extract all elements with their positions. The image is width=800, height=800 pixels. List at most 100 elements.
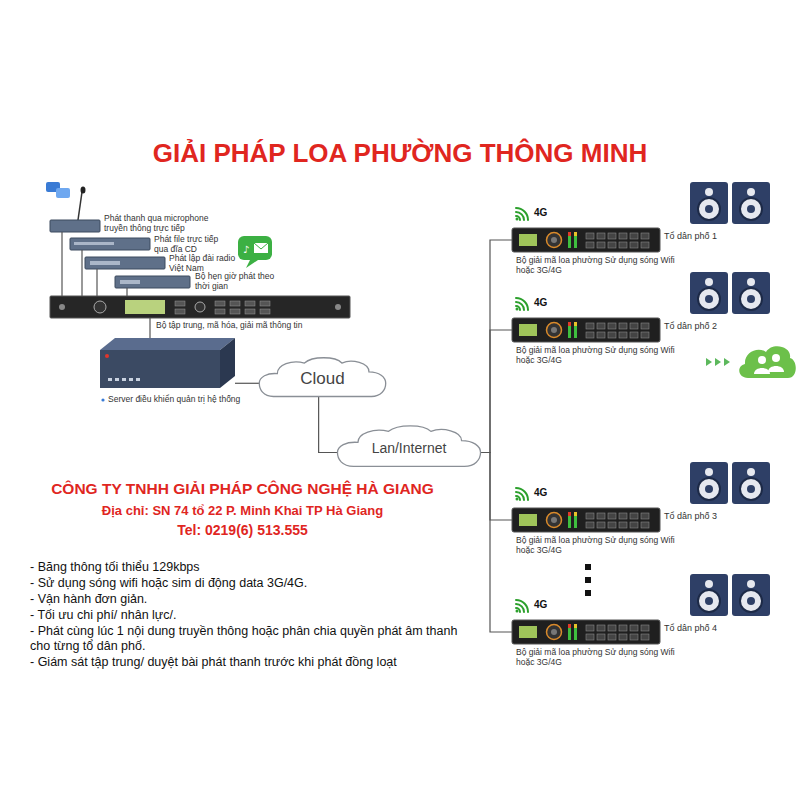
timer-device	[115, 276, 190, 288]
rack-screw	[59, 304, 65, 310]
decoder-box: 4GBộ giải mã loa phường Sử dụng sóng Wif…	[512, 228, 660, 252]
connector-line	[480, 453, 512, 520]
cloud-shape: Lan/Internet	[336, 424, 482, 470]
decoder-device	[512, 508, 660, 532]
source-device: Phát thanh qua microphone truyền thông t…	[50, 220, 100, 232]
decoder-device	[512, 620, 660, 644]
feature-bullet: - Tối ưu chi phí/ nhân lực/.	[30, 608, 480, 623]
device-caption: Bộ giải mã loa phường Sử dụng sóng Wifi …	[516, 255, 676, 275]
wifi-icon	[516, 298, 529, 311]
radio-display	[90, 261, 120, 265]
decoder-box: 4GBộ giải mã loa phường Sử dụng sóng Wif…	[512, 620, 660, 644]
feature-bullet: - Sử dụng sóng wifi hoặc sim di động dat…	[30, 576, 480, 591]
server-vent	[136, 378, 140, 381]
audience-cloud	[739, 346, 796, 378]
speaker-pair	[690, 272, 770, 314]
rack-button	[230, 309, 240, 314]
wifi-icon	[516, 488, 529, 501]
device-caption: Phát thanh qua microphone truyền thông t…	[104, 213, 229, 233]
server-box: Server điều khiển quản trị hệ thống	[100, 338, 235, 388]
rack-button	[260, 301, 270, 306]
source-device: Phát lập đài radio Việt Nam	[85, 257, 165, 269]
message-icon-tail	[246, 260, 258, 268]
decoder-device	[512, 228, 660, 252]
device-caption: Phát lập đài radio Việt Nam	[169, 253, 239, 273]
ellipsis-mark	[585, 564, 591, 570]
person-icon	[754, 368, 770, 374]
feature-bullet: - Băng thông tối thiểu 129kbps	[30, 560, 480, 575]
area-label: Tổ dân phố 1	[664, 231, 717, 242]
decoder-box: 4GBộ giải mã loa phường Sử dụng sóng Wif…	[512, 508, 660, 532]
server-vent	[108, 378, 112, 381]
ellipsis-mark	[585, 590, 591, 596]
area-label: Tổ dân phố 4	[664, 623, 717, 634]
rack-knob	[195, 302, 205, 312]
signal-arrows	[706, 358, 730, 366]
message-icon	[238, 236, 272, 260]
connector-line	[81, 250, 82, 296]
rack-button	[245, 301, 255, 306]
radio-device	[85, 257, 165, 269]
person-icon	[772, 354, 780, 362]
network-badge: 4G	[534, 599, 547, 611]
music-note: ♪	[243, 244, 249, 255]
cd-device	[70, 238, 150, 250]
microphone-stand	[78, 192, 82, 220]
company-phone: Tel: 0219(6) 513.555	[0, 522, 485, 539]
bullet-dot	[101, 398, 104, 401]
area-label: Tổ dân phố 2	[664, 321, 717, 332]
server-vent	[129, 378, 133, 381]
device-caption: Bộ giải mã loa phường Sử dụng sóng Wifi …	[516, 345, 676, 365]
cloud-label: Cloud	[258, 369, 387, 389]
device-caption: Bộ giải mã loa phường Sử dụng sóng Wifi …	[516, 535, 676, 555]
company-address: Địa chỉ: SN 74 tổ 22 P. Minh Khai TP Hà …	[0, 503, 485, 519]
encoder-rack	[50, 296, 350, 318]
rack-button	[175, 309, 185, 314]
device-caption: Phát file trực tiếp qua đĩa CD	[154, 234, 234, 254]
wifi-icon	[516, 208, 529, 221]
source-device: Bộ hẹn giờ phát theo thời gian	[115, 276, 190, 288]
feature-bullet: - Giám sát tập trung/ duyệt bài phát tha…	[30, 655, 480, 670]
microphone-device	[50, 220, 100, 232]
rack-button	[230, 301, 240, 306]
speaker-pair	[690, 182, 770, 224]
rack-button	[260, 309, 270, 314]
timer-display	[120, 280, 140, 284]
envelope	[254, 243, 268, 253]
cloud-label: Lan/Internet	[336, 440, 482, 457]
person-icon	[758, 356, 766, 364]
ellipsis-mark	[585, 577, 591, 583]
company-name: CÔNG TY TNHH GIẢI PHÁP CÔNG NGHỆ HÀ GIAN…	[0, 480, 485, 499]
server-front	[100, 350, 220, 388]
encoder-box: Bộ tập trung, mã hóa, giải mã thông tin	[50, 296, 350, 318]
speaker-pair	[690, 462, 770, 504]
feature-list: - Băng thông tối thiểu 129kbps- Sử dụng …	[30, 560, 480, 671]
decoder-device	[512, 318, 660, 342]
server-led	[105, 354, 109, 358]
device-caption: Server điều khiển quản trị hệ thống	[108, 394, 240, 404]
server-top	[100, 338, 235, 350]
microphone-head	[81, 187, 86, 194]
wifi-icon	[516, 600, 529, 613]
title: GIẢI PHÁP LOA PHƯỜNG THÔNG MINH	[0, 138, 800, 169]
device-caption: Bộ tập trung, mã hóa, giải mã thông tin	[156, 320, 302, 330]
rack-button	[245, 309, 255, 314]
server-vent	[115, 378, 119, 381]
rack-screw	[335, 304, 341, 310]
network-badge: 4G	[534, 297, 547, 309]
device-caption: Bộ hẹn giờ phát theo thời gian	[195, 271, 290, 291]
cd-slot	[74, 242, 114, 245]
rack-display	[125, 300, 165, 314]
speaker-pair	[690, 574, 770, 616]
envelope-flap	[254, 243, 268, 249]
device-caption: Bộ giải mã loa phường Sử dụng sóng Wifi …	[516, 647, 676, 667]
rack-button	[175, 301, 185, 306]
rack-button	[215, 301, 225, 306]
person-icon	[768, 366, 784, 372]
connector-line	[235, 383, 260, 384]
rack-knob	[94, 301, 106, 313]
cloud-shape: Cloud	[258, 356, 387, 400]
area-label: Tổ dân phố 3	[664, 511, 717, 522]
connector-line	[480, 240, 512, 453]
feature-bullet: - Phát cùng lúc 1 nội dung truyền thông …	[30, 624, 480, 654]
